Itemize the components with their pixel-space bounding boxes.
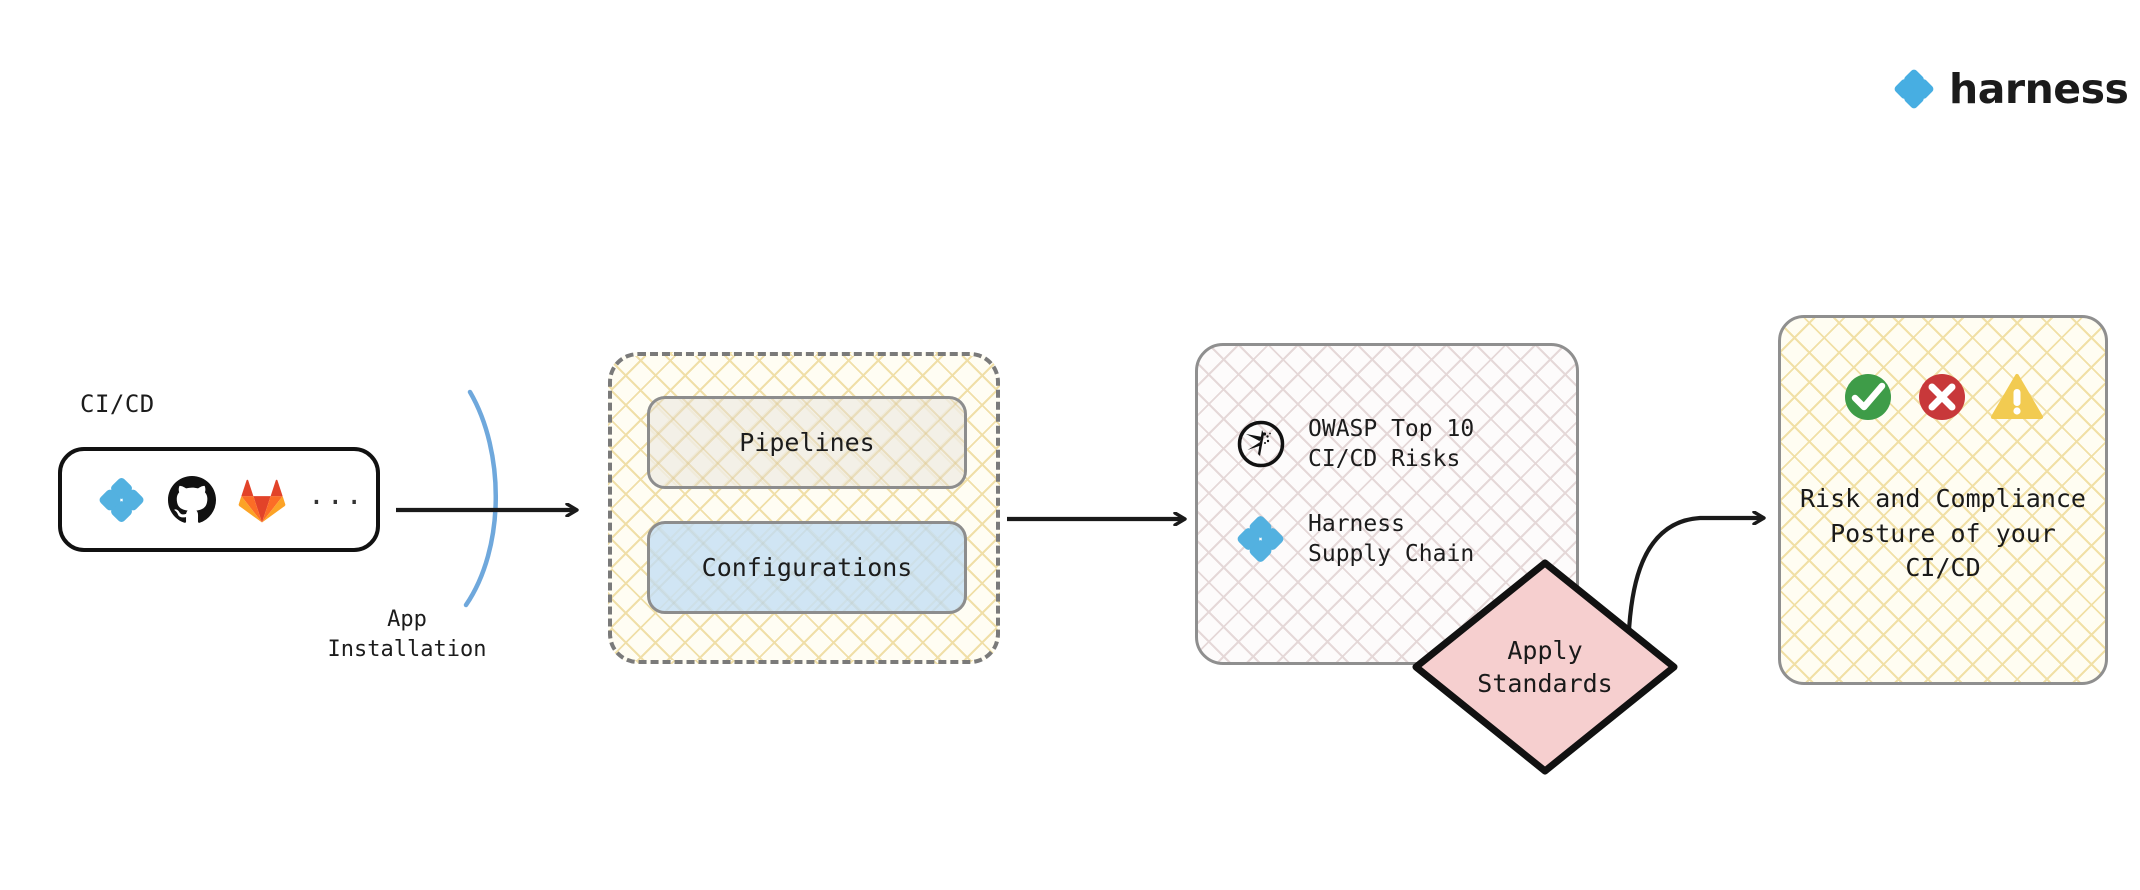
harness-diamond-icon bbox=[1237, 516, 1284, 562]
outcome-label: Risk and Compliance Posture of your CI/C… bbox=[1800, 484, 2086, 582]
pipelines-label: Pipelines bbox=[739, 428, 875, 457]
standards-row-owasp: OWASP Top 10 CI/CD Risks bbox=[1236, 414, 1576, 475]
harness-diamond-icon bbox=[99, 477, 144, 522]
scanned-assets-container: Pipelines Configurations bbox=[608, 352, 1000, 664]
harness-logo: harness bbox=[1893, 64, 2129, 113]
owasp-label: OWASP Top 10 CI/CD Risks bbox=[1308, 416, 1475, 473]
configurations-card[interactable]: Configurations bbox=[647, 521, 967, 614]
more-tools-ellipsis: ... bbox=[308, 477, 365, 511]
harness-diamond-icon bbox=[1894, 69, 1934, 109]
owasp-dragonfly-icon bbox=[1237, 421, 1285, 468]
x-circle-icon bbox=[1919, 374, 1965, 420]
cicd-tools-box: ... bbox=[58, 447, 380, 552]
status-icons-group bbox=[1843, 372, 2043, 422]
github-icon bbox=[168, 475, 216, 523]
check-circle-icon bbox=[1845, 374, 1891, 420]
standards-row-harness: Harness Supply Chain bbox=[1236, 509, 1576, 570]
diamond-shape bbox=[1412, 559, 1678, 775]
configurations-label: Configurations bbox=[701, 553, 913, 582]
outcome-card: Risk and Compliance Posture of your CI/C… bbox=[1778, 315, 2108, 685]
apply-standards-node[interactable]: Apply Standards bbox=[1408, 555, 1682, 779]
cicd-label: CI/CD bbox=[80, 390, 155, 418]
gitlab-icon bbox=[238, 479, 286, 523]
app-installation-label: App Installation bbox=[327, 607, 487, 662]
app-installation-arc bbox=[463, 389, 498, 608]
harness-supply-chain-label: Harness Supply Chain bbox=[1308, 510, 1475, 568]
warning-triangle-icon bbox=[1991, 374, 2043, 419]
pipelines-card[interactable]: Pipelines bbox=[647, 396, 967, 489]
harness-wordmark: harness bbox=[1949, 64, 2129, 113]
